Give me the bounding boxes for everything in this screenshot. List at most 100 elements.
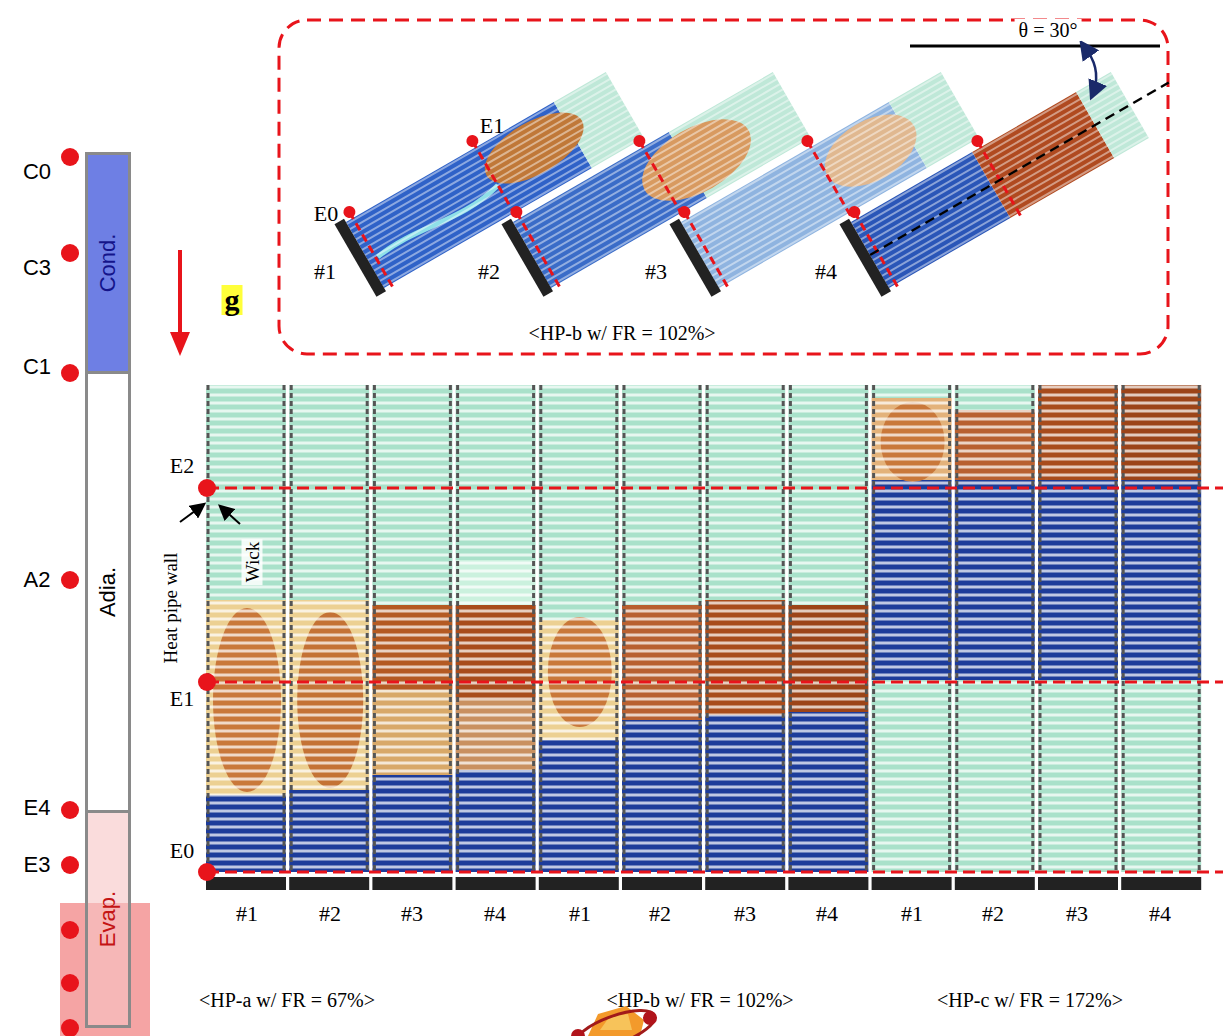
image-stripe	[289, 666, 369, 669]
image-stripe	[622, 794, 702, 797]
image-stripe	[289, 570, 369, 573]
inclined-heat-pipe	[835, 38, 1191, 299]
reference-line	[684, 212, 729, 290]
image-stripe	[788, 658, 868, 661]
image-stripe	[372, 866, 452, 869]
image-stripe	[622, 834, 702, 837]
image-stripe	[456, 458, 536, 461]
image-stripe	[372, 730, 452, 733]
image-stripe	[705, 514, 785, 517]
image-stripe	[206, 770, 286, 773]
image-stripe	[788, 490, 868, 493]
phase-region	[539, 385, 619, 620]
image-stripe	[539, 738, 619, 741]
image-stripe	[872, 490, 952, 493]
measurement-point	[61, 921, 79, 939]
image-stripe	[788, 546, 868, 549]
image-stripe	[788, 650, 868, 653]
image-stripe	[788, 698, 868, 701]
image-stripe	[1038, 482, 1118, 485]
image-stripe	[289, 594, 369, 597]
image-stripe	[289, 474, 369, 477]
image-stripe	[372, 746, 452, 749]
image-stripe	[1121, 666, 1201, 669]
image-stripe	[1038, 466, 1118, 469]
phase-region	[705, 385, 785, 600]
image-stripe	[206, 522, 286, 525]
image-stripe	[622, 730, 702, 733]
pipe-wall	[782, 385, 785, 872]
section-label: Cond.	[97, 234, 119, 293]
image-stripe	[1038, 762, 1118, 765]
image-stripe	[539, 386, 619, 389]
image-stripe	[289, 730, 369, 733]
image-stripe	[206, 458, 286, 461]
image-stripe	[705, 538, 785, 541]
image-stripe	[456, 506, 536, 509]
image-stripe	[1038, 802, 1118, 805]
image-stripe	[372, 610, 452, 613]
case-number: #1	[236, 903, 258, 925]
image-stripe	[788, 482, 868, 485]
image-stripe	[705, 554, 785, 557]
image-stripe	[1038, 522, 1118, 525]
heat-pipe-image	[206, 385, 286, 890]
image-stripe	[1038, 866, 1118, 869]
image-stripe	[289, 450, 369, 453]
heat-pipe-image	[539, 385, 619, 890]
image-stripe	[1038, 770, 1118, 773]
image-stripe	[289, 794, 369, 797]
image-stripe	[872, 562, 952, 565]
image-stripe	[705, 674, 785, 677]
image-stripe	[788, 858, 868, 861]
image-stripe	[372, 530, 452, 533]
image-stripe	[206, 418, 286, 421]
image-stripe	[955, 466, 1035, 469]
image-stripe	[879, 121, 1139, 271]
image-stripe	[206, 778, 286, 781]
image-stripe	[372, 650, 452, 653]
image-stripe	[788, 802, 868, 805]
image-stripe	[955, 826, 1035, 829]
image-stripe	[788, 410, 868, 413]
image-stripe	[206, 858, 286, 861]
image-stripe	[1038, 498, 1118, 501]
image-stripe	[372, 754, 452, 757]
image-stripe	[539, 506, 619, 509]
case-number: #3	[401, 903, 423, 925]
image-stripe	[788, 818, 868, 821]
image-stripe	[372, 410, 452, 413]
measurement-point	[61, 974, 79, 992]
image-stripe	[955, 674, 1035, 677]
image-stripe	[622, 762, 702, 765]
image-stripe	[539, 570, 619, 573]
image-stripe	[955, 722, 1035, 725]
image-stripe	[206, 482, 286, 485]
wall-label: Heat pipe wall	[160, 551, 181, 666]
image-stripe	[1121, 442, 1201, 445]
image-stripe	[705, 410, 785, 413]
image-stripe	[372, 698, 452, 701]
image-stripe	[456, 810, 536, 813]
image-stripe	[372, 506, 452, 509]
image-stripe	[622, 410, 702, 413]
phase-region	[456, 605, 536, 700]
phase-region	[289, 600, 369, 790]
heat-pipe-image	[788, 385, 868, 890]
pipe-wall	[283, 385, 286, 872]
image-stripe	[456, 522, 536, 525]
image-stripe	[456, 610, 536, 613]
image-stripe	[456, 394, 536, 397]
image-stripe	[622, 490, 702, 493]
reference-line	[207, 871, 1223, 874]
image-stripe	[705, 866, 785, 869]
case-number: #2	[649, 903, 671, 925]
image-stripe	[372, 562, 452, 565]
image-stripe	[1121, 474, 1201, 477]
end-cap	[1121, 877, 1201, 890]
image-stripe	[1121, 530, 1201, 533]
image-stripe	[1038, 738, 1118, 741]
image-stripe	[456, 666, 536, 669]
image-stripe	[1121, 690, 1201, 693]
image-stripe	[539, 642, 619, 645]
